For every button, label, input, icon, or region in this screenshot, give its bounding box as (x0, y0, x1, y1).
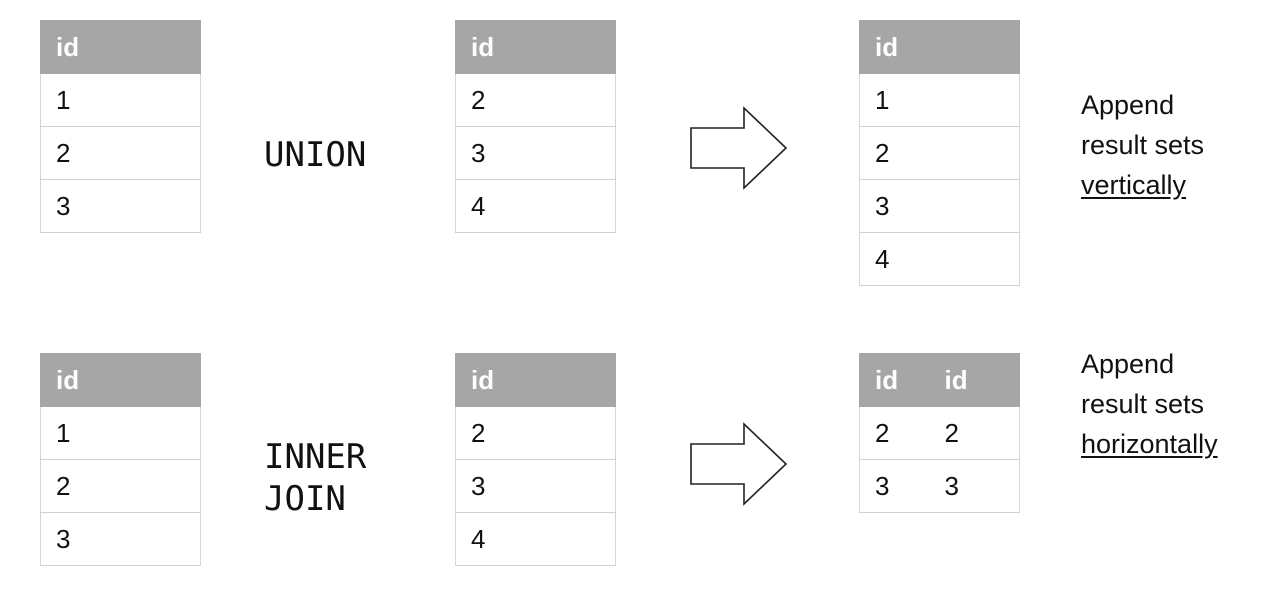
table-row: 3 (40, 512, 201, 566)
table-row: 1 (859, 73, 1020, 127)
table-header-row: id (859, 20, 1020, 74)
column-header: id (939, 353, 1020, 407)
table-header-row: id (455, 20, 616, 74)
column-header: id (455, 20, 616, 74)
table-row: 1 (40, 406, 201, 460)
join-note-line3: horizontally (1081, 429, 1218, 459)
table-row: 2 (455, 406, 616, 460)
column-header: id (40, 20, 201, 74)
union-note-line1: Append (1081, 90, 1175, 120)
join-note-line2: result sets (1081, 389, 1205, 419)
table-row: 3 (859, 179, 1020, 233)
table-cell: 1 (859, 73, 1020, 127)
column-header: id (859, 353, 940, 407)
table-row: 2 (40, 459, 201, 513)
table-cell: 2 (40, 126, 201, 180)
operator-line: JOIN (264, 479, 346, 519)
union-note-line3: vertically (1081, 170, 1187, 200)
table-cell: 4 (455, 179, 616, 233)
table-header-row: id (455, 353, 616, 407)
table-cell: 2 (455, 406, 616, 460)
table-cell: 4 (455, 512, 616, 566)
union-note-line2: result sets (1081, 130, 1205, 160)
operator-line: INNER (264, 437, 367, 477)
table-cell: 4 (859, 232, 1020, 286)
join-note-line1: Append (1081, 349, 1175, 379)
table-cell: 1 (40, 406, 201, 460)
table-row: 1 (40, 73, 201, 127)
table-cell: 3 (40, 179, 201, 233)
operator-line: UNION (264, 135, 367, 175)
table-cell: 1 (40, 73, 201, 127)
table-cell: 3 (859, 179, 1020, 233)
table-cell: 3 (455, 459, 616, 513)
table-header-row: id (40, 353, 201, 407)
table-row: 3 (455, 459, 616, 513)
table-cell: 2 (40, 459, 201, 513)
table-cell: 3 (939, 459, 1020, 513)
table-row: 4 (455, 512, 616, 566)
table-row: 2 (40, 126, 201, 180)
table-cell: 2 (455, 73, 616, 127)
table-row: 4 (859, 232, 1020, 286)
table-row: 2 (859, 126, 1020, 180)
table-row: 3 (455, 126, 616, 180)
table-cell: 2 (939, 406, 1020, 460)
column-header: id (40, 353, 201, 407)
column-header: id (859, 20, 1020, 74)
table-cell: 3 (40, 512, 201, 566)
table-header-row: id (40, 20, 201, 74)
join-arrow-icon (690, 422, 788, 506)
union-arrow-icon (690, 106, 788, 190)
union-note: Append result sets vertically (1081, 85, 1204, 205)
table-cell: 2 (859, 126, 1020, 180)
table-cell: 3 (859, 459, 940, 513)
table-row: 2 (455, 73, 616, 127)
table-cell: 2 (859, 406, 940, 460)
table-row: 3 (40, 179, 201, 233)
table-row: 4 (455, 179, 616, 233)
union-operator-label: UNION (264, 134, 366, 176)
column-header: id (455, 353, 616, 407)
table-cell: 3 (455, 126, 616, 180)
join-note: Append result sets horizontally (1081, 344, 1218, 464)
